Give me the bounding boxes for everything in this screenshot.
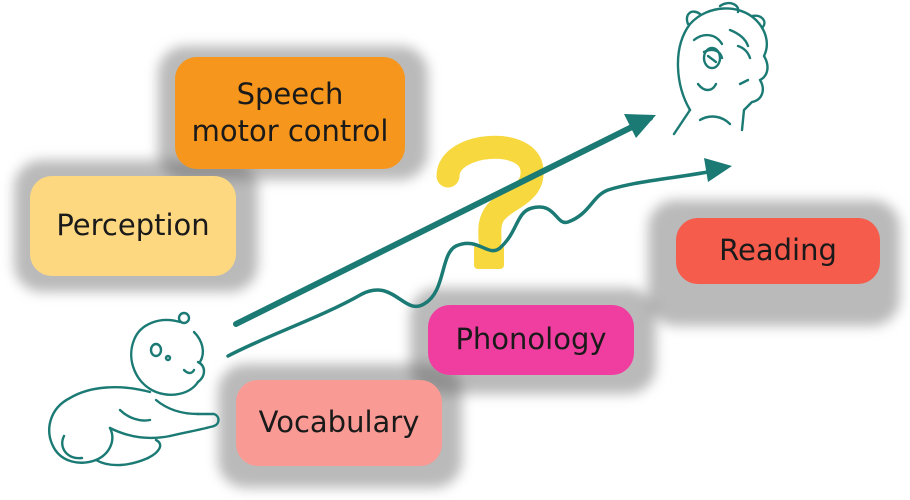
phonology-box: Phonology bbox=[428, 305, 634, 375]
reading-box: Reading bbox=[676, 218, 880, 284]
perception-box: Perception bbox=[30, 176, 236, 276]
vocabulary-box: Vocabulary bbox=[236, 380, 442, 466]
reading-label: Reading bbox=[719, 233, 837, 268]
perception-label: Perception bbox=[56, 208, 210, 243]
straight-arrow-icon bbox=[233, 114, 656, 327]
phonology-label: Phonology bbox=[455, 322, 607, 357]
speech-label-line1: Speech bbox=[236, 76, 344, 111]
vocabulary-label: Vocabulary bbox=[258, 405, 420, 440]
speech-label-line2: motor control bbox=[191, 114, 389, 148]
wavy-arrow-icon bbox=[226, 158, 732, 358]
adult-head-icon bbox=[672, 1, 769, 136]
speech-motor-control-box: Speech motor control bbox=[175, 57, 405, 169]
crawling-baby-icon bbox=[48, 311, 220, 467]
